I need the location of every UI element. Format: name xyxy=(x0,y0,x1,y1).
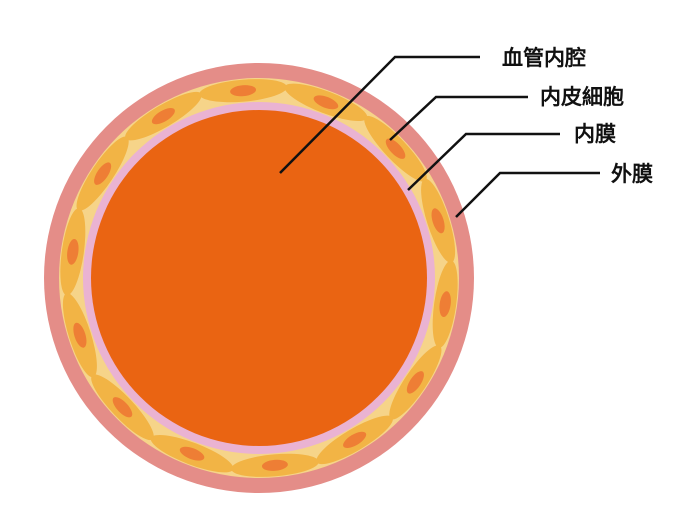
leader-line-lumen xyxy=(279,55,480,174)
label-intima: 内膜 xyxy=(574,122,616,146)
cell-nucleus xyxy=(112,397,133,418)
cell-nucleus xyxy=(230,85,257,97)
label-adventitia: 外膜 xyxy=(611,162,653,186)
label-lumen: 血管内腔 xyxy=(502,46,586,70)
leader-line-endothelial-cell xyxy=(389,95,528,141)
vessel-lumen xyxy=(91,110,427,446)
cell-nucleus xyxy=(151,107,175,125)
muscle-cell-ring xyxy=(60,79,458,477)
cell-nucleus xyxy=(406,371,424,394)
cell-nucleus xyxy=(431,208,445,234)
cell-nucleus xyxy=(94,162,112,185)
cell-nucleus xyxy=(179,446,205,461)
cell-nucleus xyxy=(73,322,87,348)
cell-nucleus xyxy=(67,238,79,265)
cell-nucleus xyxy=(385,138,406,159)
cell-nucleus xyxy=(439,291,451,318)
cell-nucleus xyxy=(343,431,367,449)
cell-nucleus xyxy=(313,95,339,110)
label-endothelial-cell: 内皮細胞 xyxy=(540,85,624,109)
cell-nucleus xyxy=(261,459,288,471)
leader-line-intima xyxy=(407,132,560,191)
leader-line-adventitia xyxy=(455,171,600,218)
